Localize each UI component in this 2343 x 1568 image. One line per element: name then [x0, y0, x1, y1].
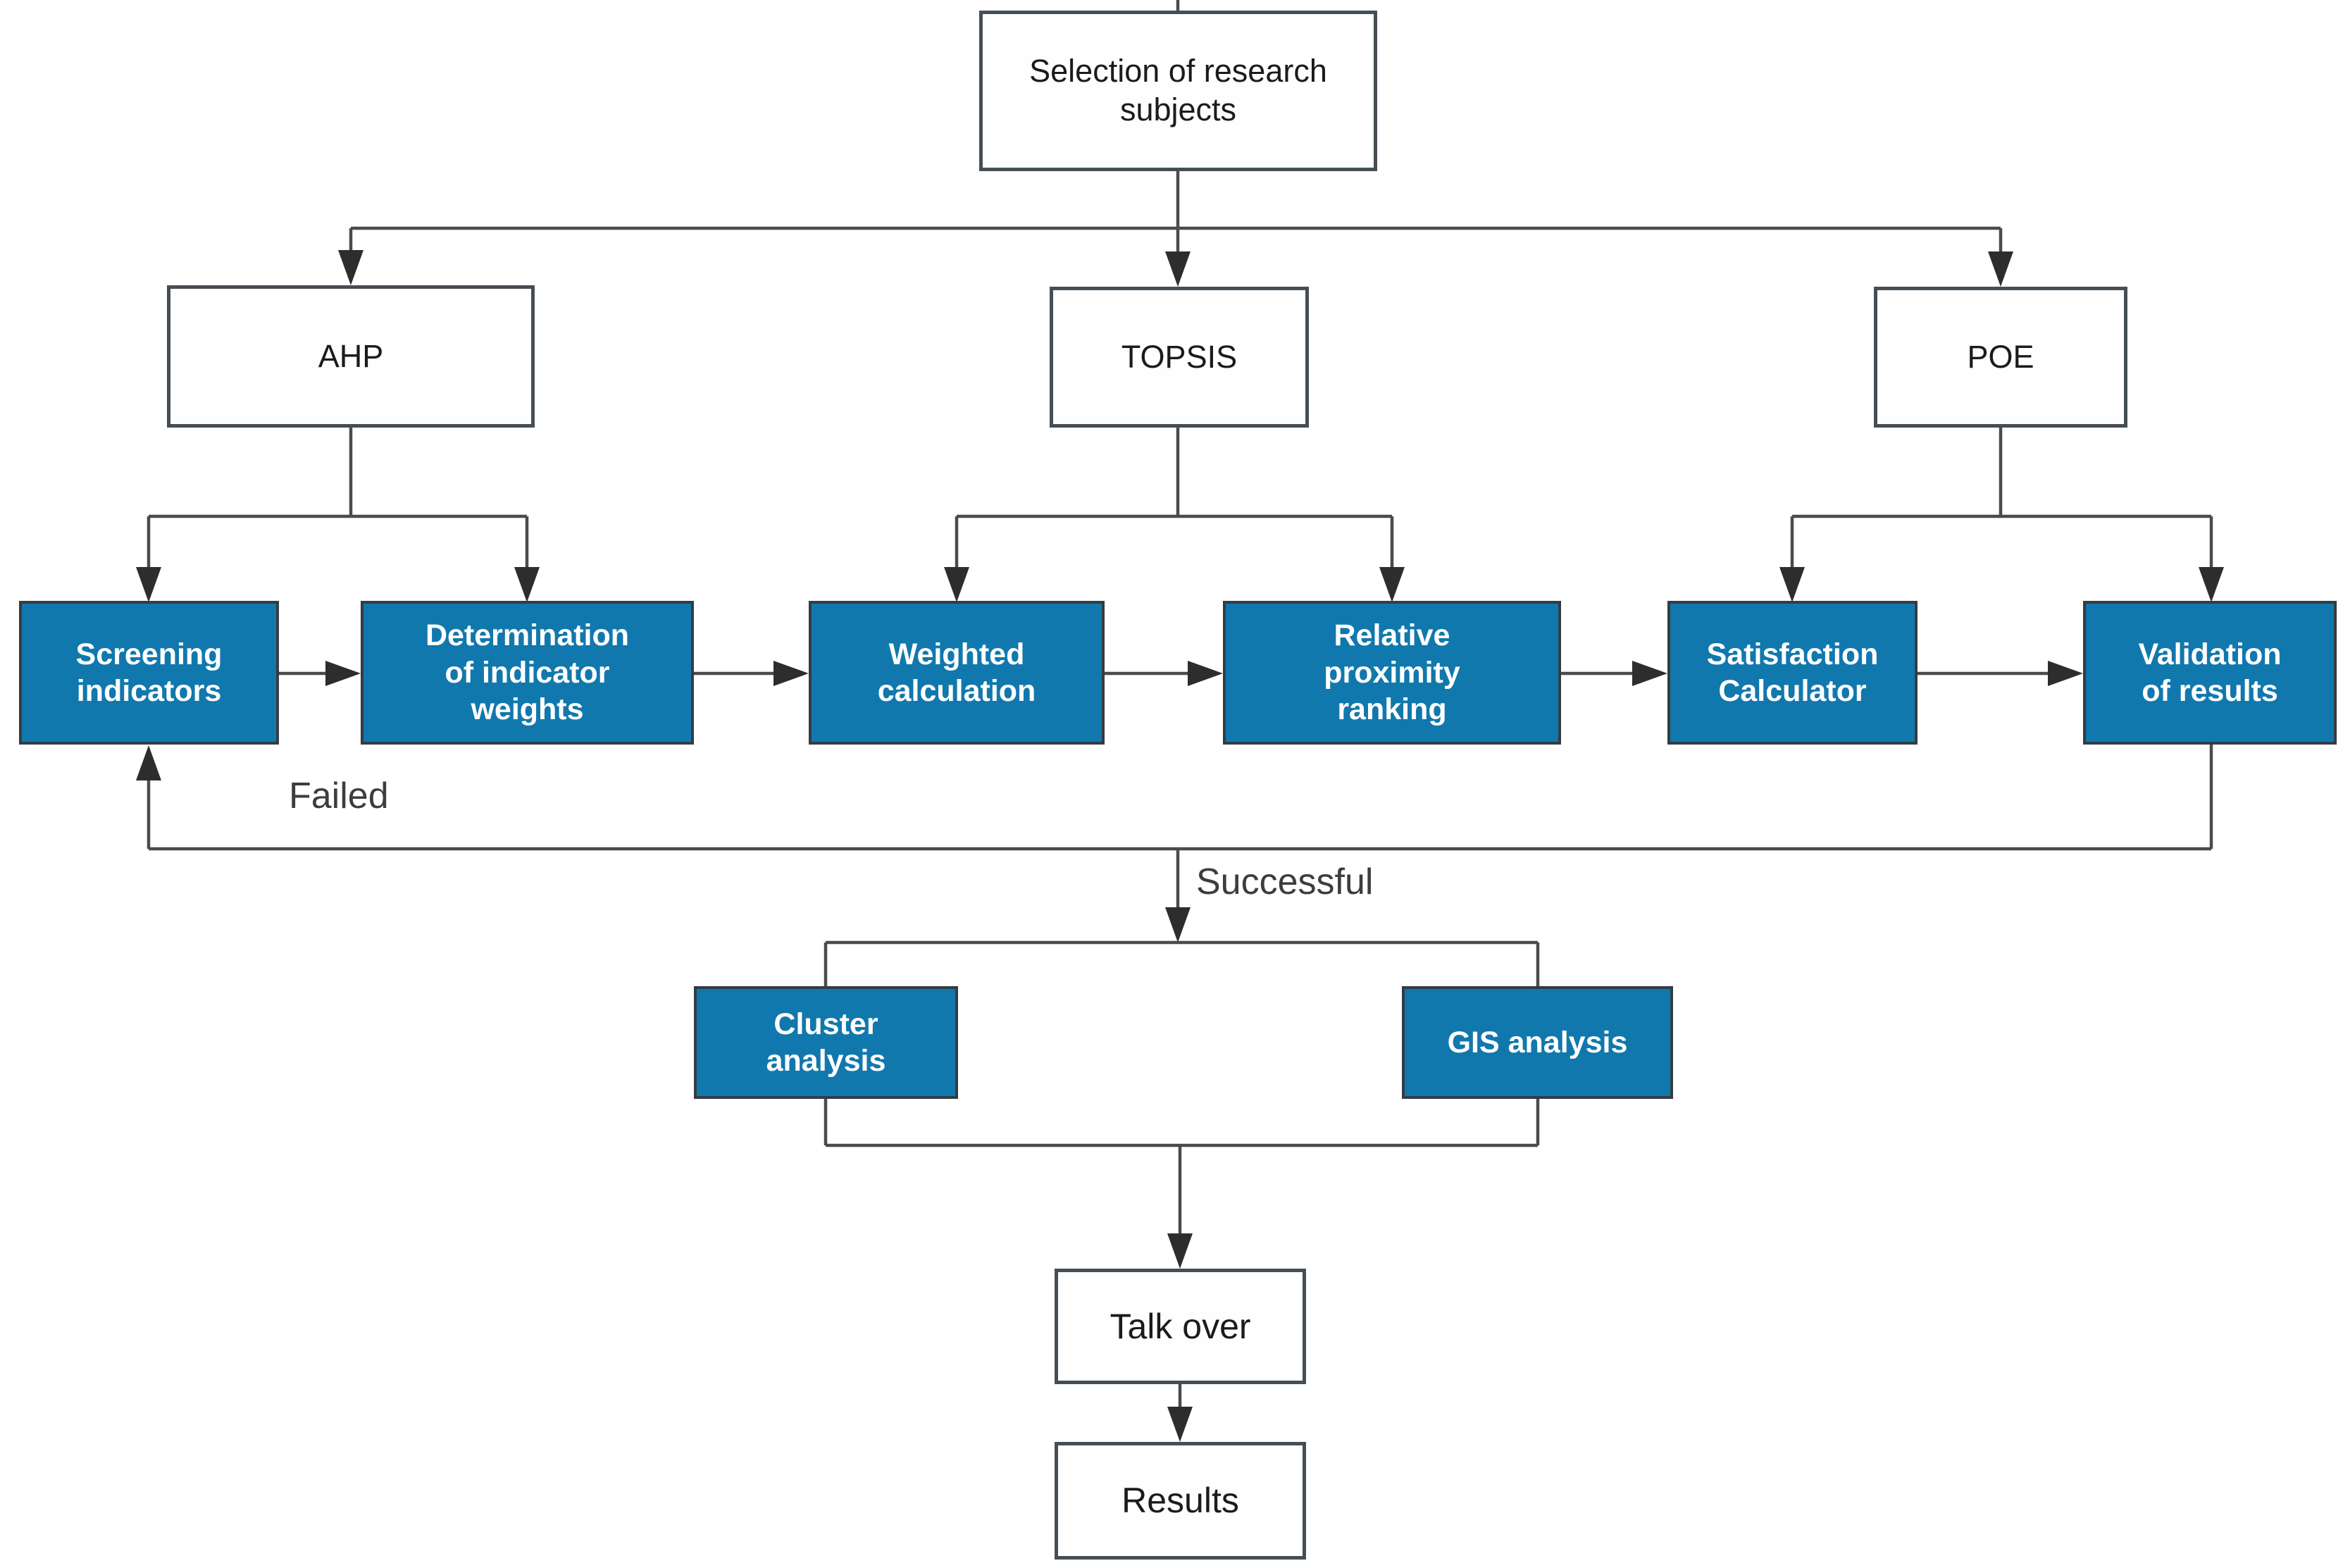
node-screening-indicators: Screening indicators [19, 601, 279, 745]
edge-poe-split [1792, 428, 2211, 518]
edge-split-cluster-gis [824, 940, 1540, 986]
edge-ahp-determination [514, 516, 540, 602]
edge-to-poe [1988, 228, 2013, 287]
edge-topsis-weighted [944, 516, 969, 602]
edge-to-topsis [1165, 251, 1191, 287]
node-weighted-calculation: Weighted calculation [809, 601, 1105, 745]
node-ahp: AHP [167, 285, 535, 428]
node-satisfaction-calculator: Satisfaction Calculator [1667, 601, 1918, 745]
edge-successful [1165, 849, 1191, 942]
edge-weighted-relative [1105, 661, 1223, 686]
node-validation-of-results: Validation of results [2083, 601, 2337, 745]
edge-poe-satisfaction [1779, 516, 1805, 602]
edge-to-ahp [338, 228, 363, 285]
edge-topsis-relative [1379, 516, 1405, 602]
node-cluster-analysis: Cluster analysis [694, 986, 958, 1099]
node-poe: POE [1874, 287, 2127, 428]
edge-poe-validation [2199, 516, 2224, 602]
edge-selection-branch [351, 171, 2001, 251]
edge-failed-loop [136, 745, 2213, 851]
edge-talkover-results [1167, 1383, 1193, 1442]
edge-determination-weighted [694, 661, 809, 686]
node-selection-of-research-subjects: Selection of research subjects [979, 11, 1377, 171]
edge-merge-talkover [1167, 1145, 1193, 1269]
edge-ahp-split [149, 428, 527, 518]
edge-merge-cluster-gis [824, 1097, 1540, 1147]
node-determination-of-indicator-weights: Determination of indicator weights [361, 601, 694, 745]
node-talk-over: Talk over [1055, 1269, 1306, 1384]
edge-topsis-split [957, 428, 1392, 518]
edge-screening-determination [279, 661, 361, 686]
node-topsis: TOPSIS [1050, 287, 1309, 428]
edge-label-failed: Failed [289, 776, 389, 816]
edge-label-successful: Successful [1196, 861, 1374, 902]
edge-satisfaction-validation [1918, 661, 2083, 686]
node-gis-analysis: GIS analysis [1402, 986, 1673, 1099]
node-relative-proximity-ranking: Relative proximity ranking [1223, 601, 1561, 745]
edge-ahp-screening [136, 516, 161, 602]
edge-relative-satisfaction [1561, 661, 1667, 686]
node-results: Results [1055, 1442, 1306, 1560]
